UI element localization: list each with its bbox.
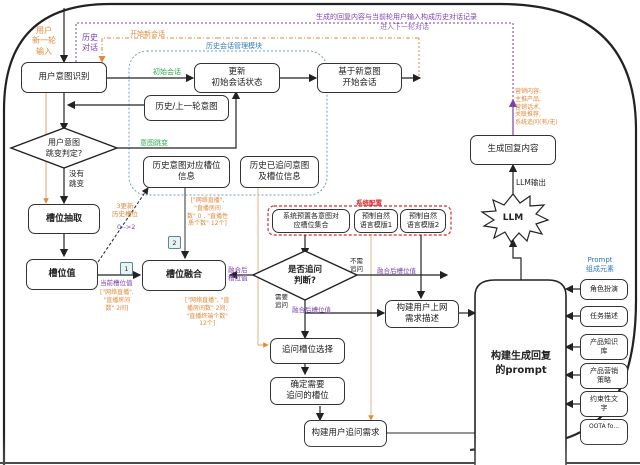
history-last-intent-node: 历史/上一轮意图 [144, 95, 229, 121]
no-jump-label: 没有 跳变 [69, 169, 84, 188]
preset-template1-label: 预制自然 语言模版1 [359, 211, 393, 229]
generate-reply-node: 生成回复内容 [470, 135, 556, 165]
slot-value-label: 槽位值 [48, 269, 76, 280]
no-need-ask-label: 不需 追问 [350, 257, 363, 274]
step-badge-1: 1 [120, 262, 133, 275]
system-config-frame [267, 205, 452, 236]
merged-slot-value-down-label: 融合后槽位值 [292, 306, 331, 314]
system-config-title: 系统配置 [356, 199, 382, 207]
update-initial-state-node: 更新 初始会话状态 [194, 63, 280, 93]
prompt-elements-title: Prompt 组成元素 [586, 256, 614, 274]
slot-value-node: 槽位值 [26, 259, 98, 290]
history-intent-slot-label: 历史意图对应槽位 信息 [152, 160, 221, 182]
merged-slot-value-right-label: 融合后槽位值 [377, 267, 416, 275]
prompt-element-marketing-strategy: 产品营销 策略 [580, 363, 628, 389]
prompt-element-label: 任务描述 [590, 311, 618, 320]
prompt-element-task-description: 任务描述 [580, 306, 628, 327]
llm-burst-shape [480, 193, 550, 244]
intent-jump-decision-label: 用户意图 跳变判定? [45, 138, 83, 158]
preset-template2-node: 预制自然 语言模版2 [400, 209, 446, 233]
bottom-fade [0, 432, 640, 465]
build-prompt-shape [474, 279, 567, 465]
intent-jump-decision-shape [9, 127, 119, 169]
update-initial-state-label: 更新 初始会话状态 [211, 66, 263, 88]
system-preset-slots-node: 系统预置各意图对 应槽位集合 [272, 209, 350, 233]
system-preset-slots-label: 系统预置各意图对 应槽位集合 [283, 211, 339, 229]
history-slot-value-label: ["网络直播", "直播房间 数" 0 , "直播性 质个数" 12个] [187, 197, 228, 228]
build-online-need-node: 构建用户上网 需求描述 [385, 300, 459, 328]
determine-slot-label: 确定需要 追问的槽位 [286, 379, 329, 401]
current-slot-value: ["网络直播", "直播房间 数" 2间] [100, 289, 134, 312]
user-new-input-label: 用户 新一轮 输入 [32, 26, 56, 56]
marketing-content-label: 营销内容: 主推产品, 营销话术, 关联推荐, 系统追问(有/无) [515, 88, 558, 127]
history-module-frame [128, 50, 328, 196]
new-intent-session-label: 基于新意图 开始会话 [338, 66, 381, 88]
intent-recognition-node: 用户意图识别 [21, 62, 107, 93]
llm-label: LLM [502, 213, 524, 223]
initial-session-label: 初始会话 [153, 68, 181, 76]
slot-fusion-node: 槽位融合 [142, 260, 226, 291]
update-history-slot-label: 3更新 历史槽位 [112, 202, 138, 219]
slot-extraction-node: 槽位抽取 [28, 204, 100, 234]
ask-decision-shape [251, 250, 359, 301]
step-badge-2: 2 [168, 236, 181, 249]
prompt-element-label: 产品营销 策略 [590, 366, 618, 384]
update-history-slot-value: 0-->2 [117, 223, 136, 231]
prompt-element-label: 约束性文 字 [590, 394, 618, 412]
new-intent-session-node: 基于新意图 开始会话 [317, 63, 402, 93]
build-ask-need-node: 构建用户追问需求 [304, 420, 387, 447]
top-feedback-label: 生成的回复内容与当前轮用户输入构成历史对话记录 [316, 13, 477, 21]
build-online-need-label: 构建用户上网 需求描述 [396, 302, 448, 324]
prompt-element-label: OOTA fo... [588, 423, 620, 430]
llm-output-label: LLM输出 [516, 178, 546, 187]
prompt-element-label: 产品知识 库 [590, 337, 618, 355]
ask-slot-select-node: 追问槽位选择 [270, 338, 345, 364]
determine-slot-node: 确定需要 追问的槽位 [270, 377, 345, 405]
slot-fusion-label: 槽位融合 [165, 270, 202, 281]
prompt-element-label: 角色扮演 [590, 284, 618, 293]
start-new-session-label: 开始新会话 [130, 30, 165, 38]
prompt-element-role-play: 角色扮演 [580, 279, 628, 300]
ask-slot-select-label: 追问槽位选择 [281, 345, 333, 356]
history-dialog-label: 历史 对话 [82, 33, 98, 53]
intent-recognition-label: 用户意图识别 [38, 71, 90, 82]
merged-slot-value-label: 融合后 槽位值 [228, 266, 248, 283]
current-slot-value-label: 当前槽位值 [100, 279, 133, 287]
merged-slot-value: ["网络直播", "直 播房间数" 2间, "直播终端个数" 12个] [185, 297, 230, 328]
prompt-element-ooda: OOTA fo... [580, 419, 628, 445]
prompt-element-constraint-text: 约束性文 字 [580, 391, 628, 417]
preset-template1-node: 预制自然 语言模版1 [354, 209, 398, 233]
history-asked-intent-node: 历史已追问意图 及槽位信息 [240, 156, 319, 188]
history-module-title: 历史会话管理模块 [206, 42, 262, 50]
slot-extraction-label: 槽位抽取 [45, 213, 82, 224]
history-intent-slot-node: 历史意图对应槽位 信息 [143, 156, 230, 188]
intent-jump-label: 意图跳变 [140, 139, 168, 147]
prompt-element-product-knowledge: 产品知识 库 [580, 334, 628, 360]
preset-template2-label: 预制自然 语言模版2 [406, 211, 440, 229]
generate-reply-label: 生成回复内容 [487, 144, 539, 155]
history-last-intent-label: 历史/上一轮意图 [155, 102, 218, 113]
history-asked-intent-label: 历史已追问意图 及槽位信息 [249, 160, 310, 182]
ask-decision-label: 是否追问 判断? [287, 265, 322, 287]
build-prompt-label: 构建生成回复 的prompt [491, 351, 551, 376]
enter-next-round-label: 进入下一轮对话 [380, 23, 429, 31]
need-ask-label: 需要 追问 [275, 293, 288, 310]
build-ask-need-label: 构建用户追问需求 [311, 428, 379, 439]
